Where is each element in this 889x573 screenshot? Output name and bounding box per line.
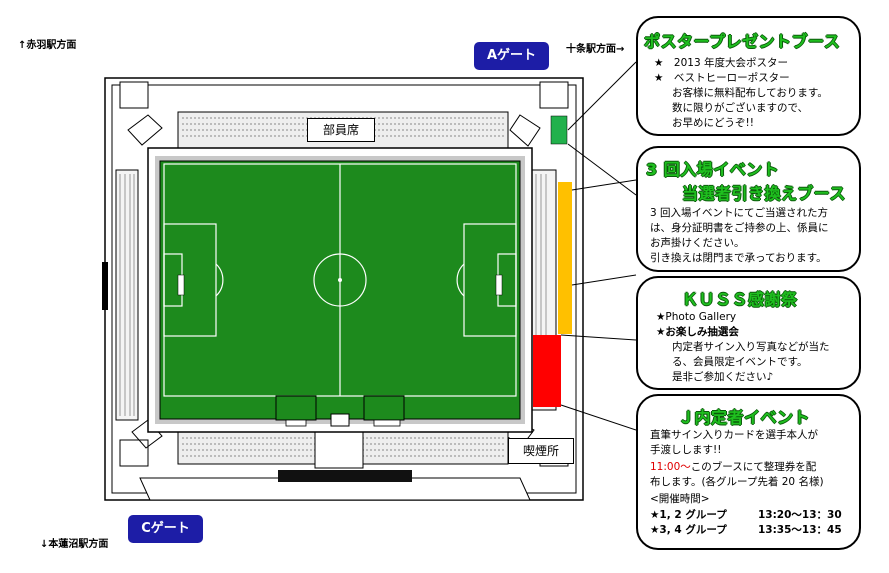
right-goal <box>495 274 503 296</box>
exchange-booth-line4: 引き換えは閉門まで承っております。 <box>650 252 827 264</box>
kuss-item2: ★お楽しみ抽選会 <box>656 326 739 338</box>
exchange-booth-title2: 当選者引き換えブース <box>682 184 846 203</box>
j-naitei-time-highlight: 11:00～ <box>650 461 691 473</box>
j-naitei-line1: 直筆サイン入りカードを選手本人が <box>650 429 818 441</box>
kuss-line4: る、会員限定イベントです。 <box>672 356 808 368</box>
j-naitei-group1-time: 13:20～13：30 <box>758 509 842 521</box>
j-naitei-line3-rest: このブースにて整理券を配 <box>690 461 817 473</box>
connector-kuss-top <box>560 334 637 341</box>
j-naitei-group1-label: ★1, 2 グループ <box>650 509 727 521</box>
j-naitei-title: Ｊ内定者イベント <box>678 408 811 427</box>
kuss-item1: ★Photo Gallery <box>656 311 737 323</box>
poster-booth-callout: ポスタープレゼントブース ★ 2013 年度大会ポスター ★ ベストヒーローポス… <box>636 16 861 136</box>
j-naitei-schedule-header: <開催時間> <box>650 493 710 505</box>
bottom-scoreboard <box>278 470 412 482</box>
left-scoreboard <box>102 262 108 310</box>
kuss-line3: 内定者サイン入り写真などが当た <box>672 341 830 353</box>
j-naitei-group2-label: ★3, 4 グループ <box>650 524 727 536</box>
corner-tower-nw <box>119 81 149 109</box>
exchange-booth-line3: お声掛けください。 <box>650 237 745 249</box>
j-naitei-line4: 布します。(各グループ先着 20 名様) <box>650 476 824 488</box>
connector-poster-top <box>567 61 637 131</box>
poster-booth-item2: ★ ベストヒーローポスター <box>654 72 790 84</box>
direction-motohasunuma-label: ↓本蓮沼駅方面 <box>40 539 109 550</box>
connector-exchange-bottom <box>571 274 637 286</box>
gate-a[interactable]: Aゲート <box>474 42 549 70</box>
exchange-booth-title1: 3 回入場イベント <box>646 160 780 179</box>
j-naitei-line2: 手渡しします!! <box>650 444 722 456</box>
poster-booth-title: ポスタープレゼントブース <box>644 32 841 51</box>
left-goal <box>177 274 185 296</box>
officials-table <box>330 413 350 427</box>
gate-c[interactable]: Cゲート <box>128 515 203 543</box>
bench-right <box>363 395 405 421</box>
connector-poster-bottom <box>567 143 637 196</box>
j-naitei-group2-time: 13:35～13：45 <box>758 524 842 536</box>
exchange-booth-callout: 3 回入場イベント 当選者引き換えブース 3 回入場イベントにてご当選された方 … <box>636 146 861 272</box>
j-naitei-line3: 11:00～このブースにて整理券を配 <box>650 460 816 475</box>
exchange-booth-marker <box>558 182 572 334</box>
poster-booth-item1: ★ 2013 年度大会ポスター <box>654 57 788 69</box>
kuss-title: ＫＵＳＳ感謝祭 <box>682 290 798 309</box>
connector-exchange-top <box>571 179 637 191</box>
kuss-booth-marker <box>533 335 561 407</box>
direction-akabane-label: ↑赤羽駅方面 <box>18 40 77 51</box>
main-entrance <box>314 431 364 469</box>
corner-tower-ne <box>539 81 569 109</box>
connector-kuss-bottom <box>560 404 637 431</box>
exchange-booth-line1: 3 回入場イベントにてご当選された方 <box>650 207 829 219</box>
kuss-callout: ＫＵＳＳ感謝祭 ★Photo Gallery ★お楽しみ抽選会 内定者サイン入り… <box>636 276 861 390</box>
corner-tower-sw <box>119 439 149 467</box>
smoking-area-label: 喫煙所 <box>508 438 574 464</box>
left-stand <box>115 169 139 421</box>
kuss-line5: 是非ご参加ください♪ <box>672 371 774 383</box>
poster-booth-marker <box>550 115 568 145</box>
j-naitei-callout: Ｊ内定者イベント 直筆サイン入りカードを選手本人が 手渡しします!! 11:00… <box>636 394 861 550</box>
poster-booth-line3: お客様に無料配布しております。 <box>672 87 828 99</box>
exchange-booth-line2: は、身分証明書をご持参の上、係員に <box>650 222 829 234</box>
staff-seats-label: 部員席 <box>307 118 375 142</box>
poster-booth-line5: お早めにどうぞ!! <box>672 117 754 129</box>
bench-left <box>275 395 317 421</box>
direction-jujo-label: 十条駅方面→ <box>566 44 625 55</box>
poster-booth-line4: 数に限りがございますので、 <box>672 102 809 114</box>
